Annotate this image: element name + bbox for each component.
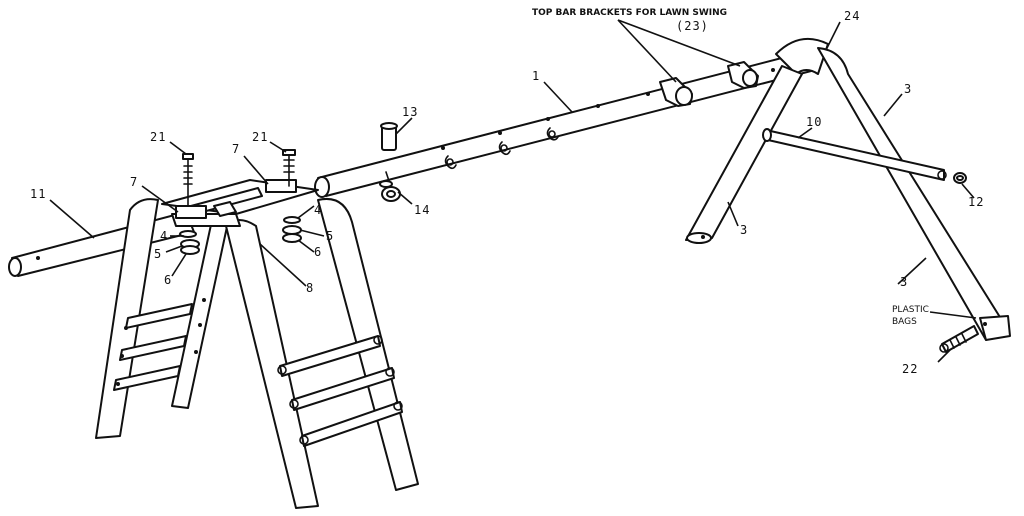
callout-24: 24 xyxy=(844,9,860,23)
callout-3-lower: 3 xyxy=(900,275,908,289)
ground-stake xyxy=(939,325,979,353)
top-bar xyxy=(314,51,816,198)
hanger-hooks xyxy=(444,127,559,170)
callout-12: 12 xyxy=(968,195,984,209)
end-cap xyxy=(953,172,967,184)
callout-11: 11 xyxy=(30,187,46,201)
callout-10: 10 xyxy=(806,115,822,129)
callout-5-left: 5 xyxy=(154,247,162,261)
callout-4-left: 4 xyxy=(160,229,168,243)
callout-3-upper: 3 xyxy=(904,82,912,96)
left-a-frame xyxy=(95,198,419,509)
top-bar-brackets xyxy=(659,61,759,107)
callout-7-lower: 7 xyxy=(130,175,138,189)
plastic-bags-label-line1: PLASTIC xyxy=(892,305,929,315)
right-a-frame xyxy=(685,37,1011,341)
callout-14: 14 xyxy=(414,203,430,217)
plastic-bags-label-line2: BAGS xyxy=(892,317,917,327)
callout-6-left: 6 xyxy=(164,273,172,287)
sleeve-part xyxy=(380,122,398,151)
top-bracket-plates xyxy=(161,179,319,227)
cross-bar xyxy=(762,128,947,181)
callout-21-right: 21 xyxy=(252,130,268,144)
callout-1: 1 xyxy=(532,69,540,83)
callout-22: 22 xyxy=(902,362,918,376)
brackets-caption-part: (23) xyxy=(676,19,709,33)
callout-6-right: 6 xyxy=(314,245,322,259)
leader-lines xyxy=(49,19,977,363)
callout-7-upper: 7 xyxy=(232,142,240,156)
left-extension-bar xyxy=(8,211,195,277)
bolts xyxy=(182,149,296,207)
callout-3-middle: 3 xyxy=(740,223,748,237)
callout-5-right: 5 xyxy=(326,229,334,243)
callout-13: 13 xyxy=(402,105,418,119)
callout-8: 8 xyxy=(306,281,314,295)
callout-21-left: 21 xyxy=(150,130,166,144)
brackets-caption-title: TOP BAR BRACKETS FOR LAWN SWING xyxy=(532,8,727,18)
callout-4-right: 4 xyxy=(314,203,322,217)
